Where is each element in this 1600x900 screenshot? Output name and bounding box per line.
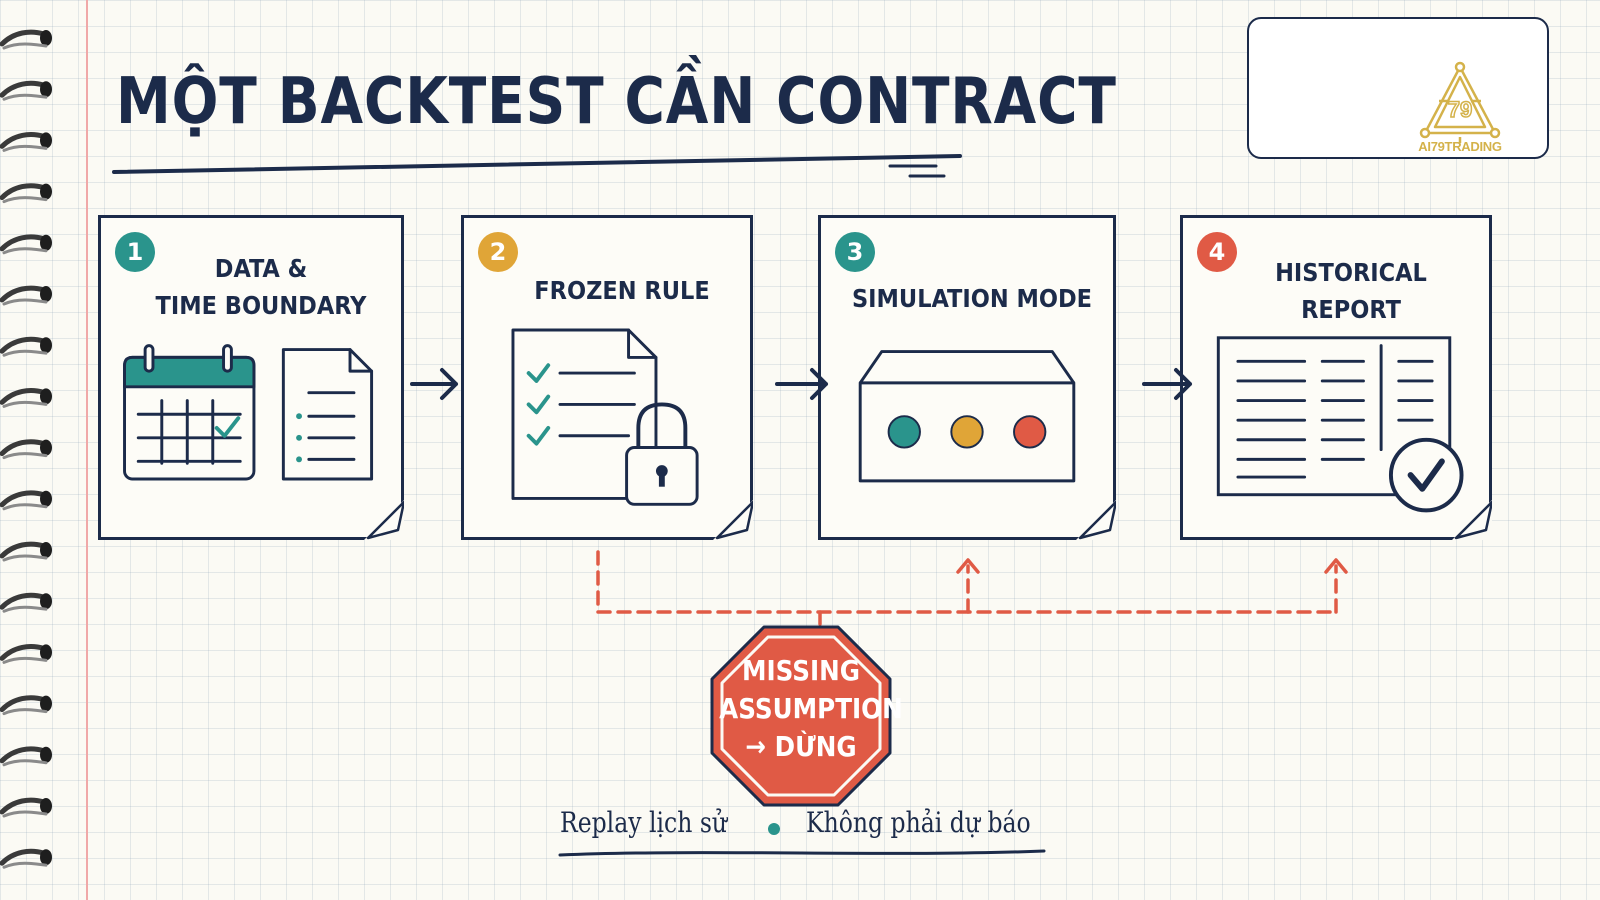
step-badge: 2 [478,232,518,272]
page-fold-icon [713,500,753,540]
spiral-ring [0,234,52,255]
arrow-right-icon [410,368,458,400]
step-title: DATA & TIME BOUNDARY [155,254,367,320]
brand-logo-icon: 79 [1419,61,1501,143]
arrow-up-icon [956,558,980,574]
step-card-data-time-boundary: 1 DATA & TIME BOUNDARY [98,215,404,540]
logo-mark-text: 79 [1448,97,1472,122]
spiral-ring [0,439,52,460]
page-fold-icon [364,500,404,540]
step-title: HISTORICAL REPORT [1275,258,1427,324]
step-card-historical-report: 4 HISTORICAL REPORT [1180,215,1492,540]
arrow-up-icon [1324,558,1348,574]
stop-sign-text: MISSING ASSUMPTION → DỪNG [719,654,903,763]
stop-sign-icon [710,625,892,807]
step-card-simulation-mode: 3 SIMULATION MODE [818,215,1116,540]
spiral-binding [0,29,52,869]
step-badge: 3 [835,232,875,272]
spiral-ring [0,336,52,357]
spiral-ring [0,797,52,818]
step-title: SIMULATION MODE [851,284,1093,313]
spiral-ring [0,388,52,408]
title-underline [112,154,962,178]
spiral-ring [0,746,52,767]
spiral-ring [0,183,52,204]
spiral-ring [0,848,52,869]
footer-underline [558,849,1046,857]
brand-logo-text: AI79TRADING [1418,139,1502,154]
footer-left-text: Replay lịch sử [560,806,728,839]
spiral-ring [0,541,52,562]
spiral-ring [0,285,52,306]
spiral-ring [0,132,52,152]
step-title: FROZEN RULE [534,276,710,305]
spiral-ring [0,644,52,664]
step-badge: 1 [115,232,155,272]
footer-caption: Replay lịch sử Không phải dự báo [560,806,1040,846]
page-fold-icon [1452,500,1492,540]
page-title: MỘT BACKTEST CẦN CONTRACT [116,65,1117,139]
step-card-frozen-rule: 2 FROZEN RULE [461,215,753,540]
spiral-ring [0,29,52,50]
spiral-ring [0,695,52,716]
step-badge: 4 [1197,232,1237,272]
spiral-ring [0,80,52,101]
brand-logo-box: 79 AI79TRADING [1247,17,1549,159]
margin-line [86,0,88,900]
page-fold-icon [1076,500,1116,540]
spiral-ring [0,592,52,613]
bullet-dot-icon [768,823,780,835]
footer-right-text: Không phải dự báo [806,806,1031,839]
spiral-ring [0,490,52,511]
